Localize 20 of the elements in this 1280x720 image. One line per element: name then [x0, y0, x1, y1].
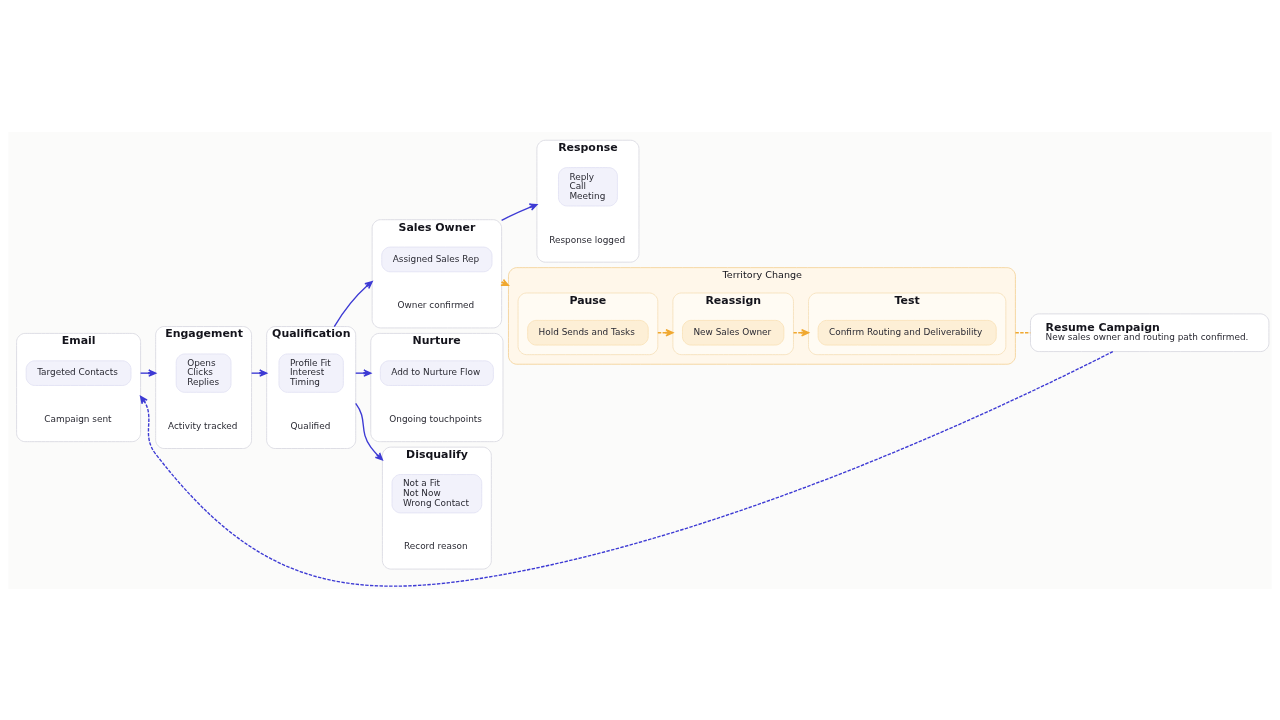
node-box: New Sales Owner — [682, 319, 785, 345]
connector — [1014, 331, 1031, 333]
arrow — [792, 328, 810, 336]
node-box: Not a Fit Not Now Wrong Contact — [391, 473, 483, 513]
node-box: Assigned Sales Rep — [381, 246, 493, 272]
arrow — [139, 368, 157, 377]
node-box: Opens Clicks Replies — [175, 353, 232, 393]
arrow — [355, 368, 372, 377]
node-box: Confirm Routing and Deliverability — [817, 319, 997, 345]
arrow — [333, 280, 373, 327]
node-box: Hold Sends and Tasks — [527, 319, 649, 345]
node-box: Profile Fit Interest Timing — [278, 353, 344, 393]
node-box: Resume Campaign New sales owner and routing path confirmed. — [1030, 312, 1270, 352]
node-box: Reply Call Meeting — [558, 166, 618, 206]
arrow — [500, 203, 538, 221]
arrow — [657, 328, 674, 336]
arrow — [355, 402, 384, 461]
node-box: Targeted Contacts — [25, 359, 132, 386]
node-box: Add to Nurture Flow — [379, 359, 494, 386]
arrow — [250, 368, 268, 377]
